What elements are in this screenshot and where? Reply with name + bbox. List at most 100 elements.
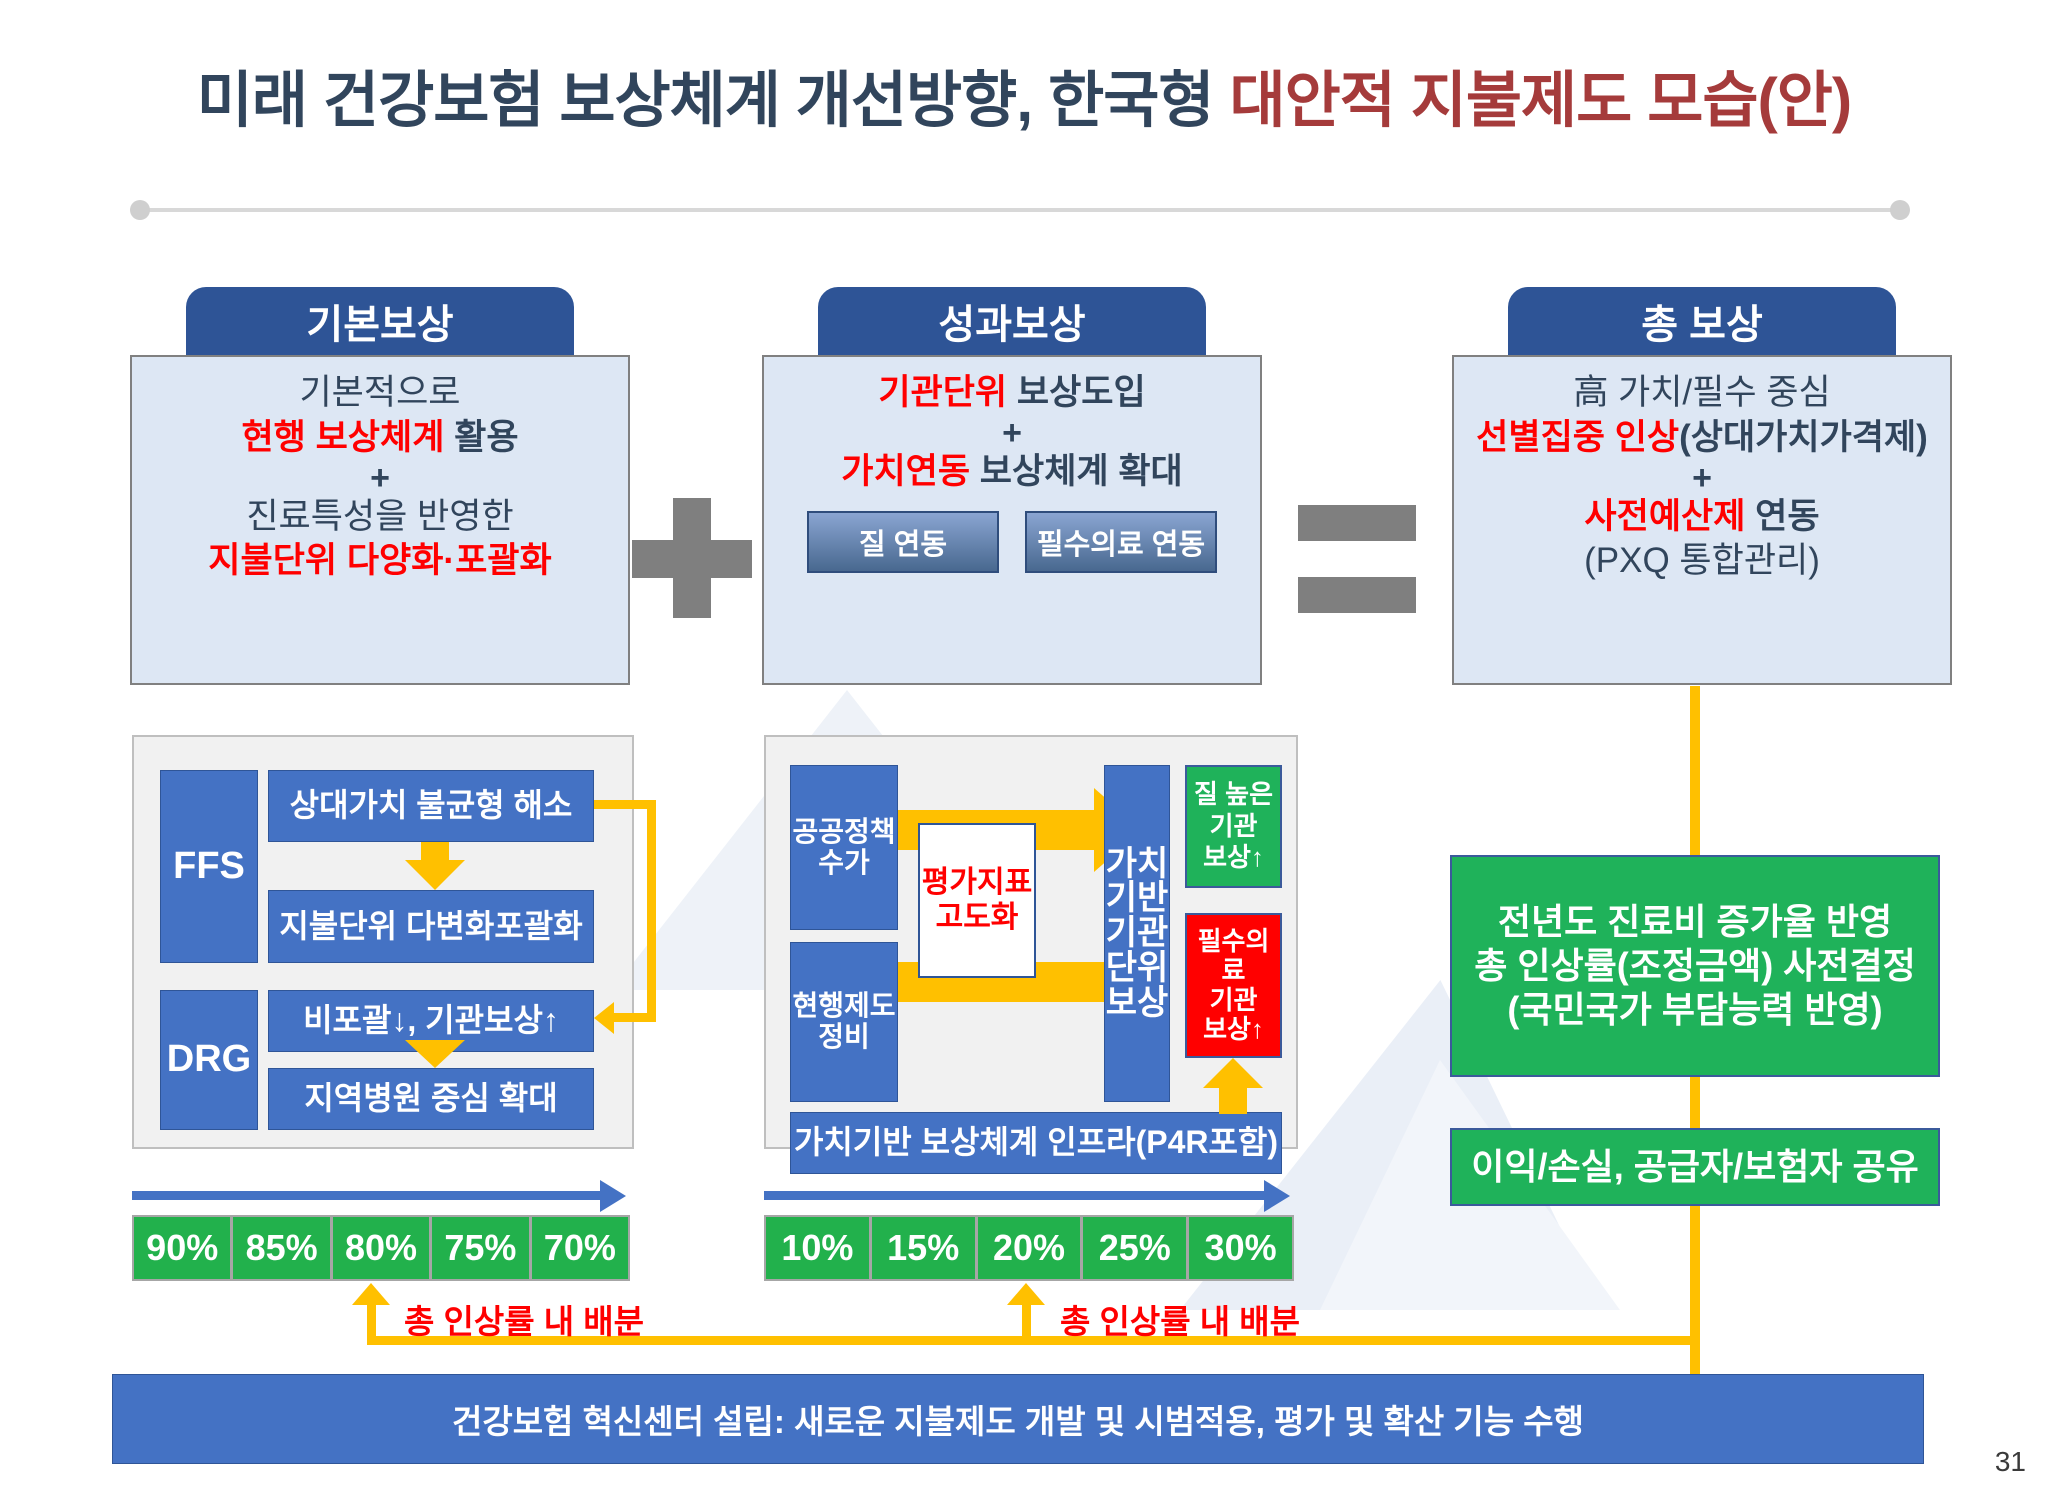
progress-arrow-middle [764, 1180, 1294, 1212]
percent-cell: 70% [531, 1217, 629, 1279]
percent-cell: 20% [977, 1217, 1081, 1279]
right-box-profit-loss-sharing: 이익/손실, 공급자/보험자 공유 [1450, 1128, 1940, 1206]
left-box-3-label: 비포괄↓, 기관보상↑ [303, 1002, 559, 1039]
chip-quality-linked[interactable]: 질 연동 [807, 510, 999, 573]
ffs-label: FFS [173, 844, 245, 887]
left-box-relative-value: 상대가치 불균형 해소 [268, 770, 594, 842]
title-main: 미래 건강보험 보상체계 개선방향, 한국형 [196, 66, 1230, 134]
mid-box-essential-care-institution: 필수의료 기관 보상↑ [1185, 913, 1282, 1058]
tab-total-compensation[interactable]: 총 보상 [1508, 287, 1896, 355]
mid-output-label: 가치 기반 기관 단위 보상 [1105, 844, 1169, 1022]
percent-cell: 15% [871, 1217, 975, 1279]
performance-chip-row: 질 연동 필수의료 연동 [807, 510, 1217, 573]
panel3-line-1: 高 가치/필수 중심 [1573, 373, 1831, 412]
page-number: 31 [1994, 1446, 2026, 1477]
panel-total-compensation: 高 가치/필수 중심 선별집중 인상(상대가치가격제) + 사전예산제 연동 (… [1452, 355, 1952, 685]
chip-essential-label: 필수의료 연동 [1036, 528, 1206, 561]
callout-left-distribution: 총 인상률 내 배분 [404, 1295, 644, 1343]
tab-basic-label: 기본보상 [306, 303, 454, 347]
mid-box-value-based-institution: 가치 기반 기관 단위 보상 [1104, 765, 1170, 1102]
panel2-line-1: 기관단위 보상도입 [878, 371, 1145, 416]
percent-value: 30% [1204, 1227, 1277, 1268]
chip-essential-care-linked[interactable]: 필수의료 연동 [1025, 510, 1217, 573]
panel3-plus: + [1692, 458, 1712, 497]
panel3-line-5: (PXQ 통합관리) [1584, 541, 1820, 581]
panel2-line-3: 가치연동 보상체계 확대 [841, 450, 1182, 495]
divider-dot-right [1890, 200, 1910, 220]
percent-strip-middle: 10% 15% 20% 25% 30% [764, 1215, 1294, 1281]
panel3-line-4-red: 사전예산제 [1584, 496, 1746, 536]
panel1-line-2-red: 현행 보상체계 [241, 417, 445, 457]
callout-left-label: 총 인상률 내 배분 [404, 1303, 645, 1340]
bottom-banner: 건강보험 혁신센터 설립: 새로운 지불제도 개발 및 시범적용, 평가 및 확… [112, 1374, 1924, 1464]
drg-label: DRG [166, 1038, 252, 1081]
mid-box-public-policy-fee: 공공정책 수가 [790, 765, 898, 930]
right-box-total-increase-rate: 전년도 진료비 증가율 반영 총 인상률(조정금액) 사전결정 (국민국가 부담… [1450, 855, 1940, 1077]
tab-total-label: 총 보상 [1641, 303, 1763, 347]
left-box-1-label: 상대가치 불균형 해소 [289, 787, 573, 824]
panel3-line-2-rest: (상대가치가격제) [1679, 417, 1928, 457]
callout-middle-distribution: 총 인상률 내 배분 [1060, 1295, 1300, 1343]
title-accent: 대안적 지불제도 모습(안) [1229, 66, 1853, 134]
percent-strip-left: 90% 85% 80% 75% 70% [132, 1215, 630, 1281]
panel2-plus: + [1002, 413, 1022, 452]
panel-basic-compensation: 기본적으로 현행 보상체계 활용 + 진료특성을 반영한 지불단위 다양화·포괄… [130, 355, 630, 685]
arrow-up-infra-to-essential [1203, 1058, 1263, 1114]
percent-value: 70% [543, 1227, 616, 1268]
banner-label: 건강보험 혁신센터 설립: 새로운 지불제도 개발 및 시범적용, 평가 및 확… [451, 1403, 1585, 1440]
title-divider [130, 200, 1910, 220]
panel-performance-compensation: 기관단위 보상도입 + 가치연동 보상체계 확대 질 연동 필수의료 연동 [762, 355, 1262, 685]
mid-side-2-label: 필수의료 기관 보상↑ [1197, 926, 1270, 1044]
percent-value: 85% [245, 1227, 318, 1268]
mid-box-high-quality-institution: 질 높은 기관 보상↑ [1185, 765, 1282, 888]
row-label-ffs: FFS [160, 770, 258, 963]
percent-cell: 80% [332, 1217, 430, 1279]
mid-box-infrastructure: 가치기반 보상체계 인프라(P4R포함) [790, 1112, 1282, 1174]
arrow-up-left-strip [352, 1283, 392, 1305]
yellow-line-panel-to-green [1690, 686, 1700, 856]
panel2-line-3-red: 가치연동 [841, 451, 971, 491]
yellow-line-up-middle [1022, 1300, 1031, 1344]
left-box-4-label: 지역병원 중심 확대 [304, 1080, 558, 1117]
panel3-line-2: 선별집중 인상(상대가치가격제) [1476, 416, 1928, 461]
panel1-line-2: 현행 보상체계 활용 [241, 416, 518, 461]
percent-cell: 10% [766, 1217, 869, 1279]
left-box-2-label: 지불단위 다변화포괄화 [279, 907, 583, 944]
panel2-line-3-rest: 보상체계 확대 [970, 451, 1183, 491]
mid-input-2-label: 현행제도 정비 [792, 990, 896, 1052]
yellow-line-up-left [367, 1300, 376, 1344]
tab-basic-compensation[interactable]: 기본보상 [186, 287, 574, 355]
mid-center-label: 평가지표 고도화 [921, 866, 1033, 934]
percent-cell: 75% [432, 1217, 529, 1279]
panel3-line-2-red: 선별집중 인상 [1476, 417, 1680, 457]
tab-performance-label: 성과보상 [938, 303, 1086, 347]
mid-footer-label: 가치기반 보상체계 인프라(P4R포함) [793, 1124, 1279, 1161]
panel1-line-5: 지불단위 다양화·포괄화 [208, 541, 552, 581]
percent-value: 80% [344, 1227, 418, 1268]
percent-value: 10% [781, 1227, 854, 1268]
callout-middle-label: 총 인상률 내 배분 [1060, 1303, 1301, 1340]
divider-dot-left [130, 200, 150, 220]
operator-equals [1298, 505, 1416, 613]
panel3-line-4: 사전예산제 연동 [1584, 495, 1819, 540]
percent-cell: 85% [233, 1217, 330, 1279]
arrow-down-ffs [405, 842, 465, 890]
operator-plus [632, 498, 752, 618]
panel2-line-1-rest: 보상도입 [1007, 373, 1146, 412]
arrow-down-drg [405, 1040, 465, 1070]
mid-box-current-system-reform: 현행제도 정비 [790, 942, 898, 1102]
percent-value: 25% [1098, 1227, 1171, 1268]
mid-input-1-label: 공공정책 수가 [792, 815, 896, 878]
left-box-payment-unit: 지불단위 다변화포괄화 [268, 890, 594, 963]
progress-arrow-left [132, 1180, 630, 1212]
percent-value: 20% [992, 1227, 1066, 1268]
page-title: 미래 건강보험 보상체계 개선방향, 한국형 대안적 지불제도 모습(안) [0, 50, 2048, 139]
right-green-2-label: 이익/손실, 공급자/보험자 공유 [1471, 1146, 1919, 1188]
mid-box-evaluation-index: 평가지표 고도화 [918, 823, 1036, 978]
elbow-connector-left-group [594, 800, 674, 1034]
percent-value: 90% [146, 1227, 219, 1268]
tab-performance-compensation[interactable]: 성과보상 [818, 287, 1206, 355]
percent-value: 75% [444, 1227, 517, 1268]
panel1-line-1: 기본적으로 [299, 373, 461, 412]
